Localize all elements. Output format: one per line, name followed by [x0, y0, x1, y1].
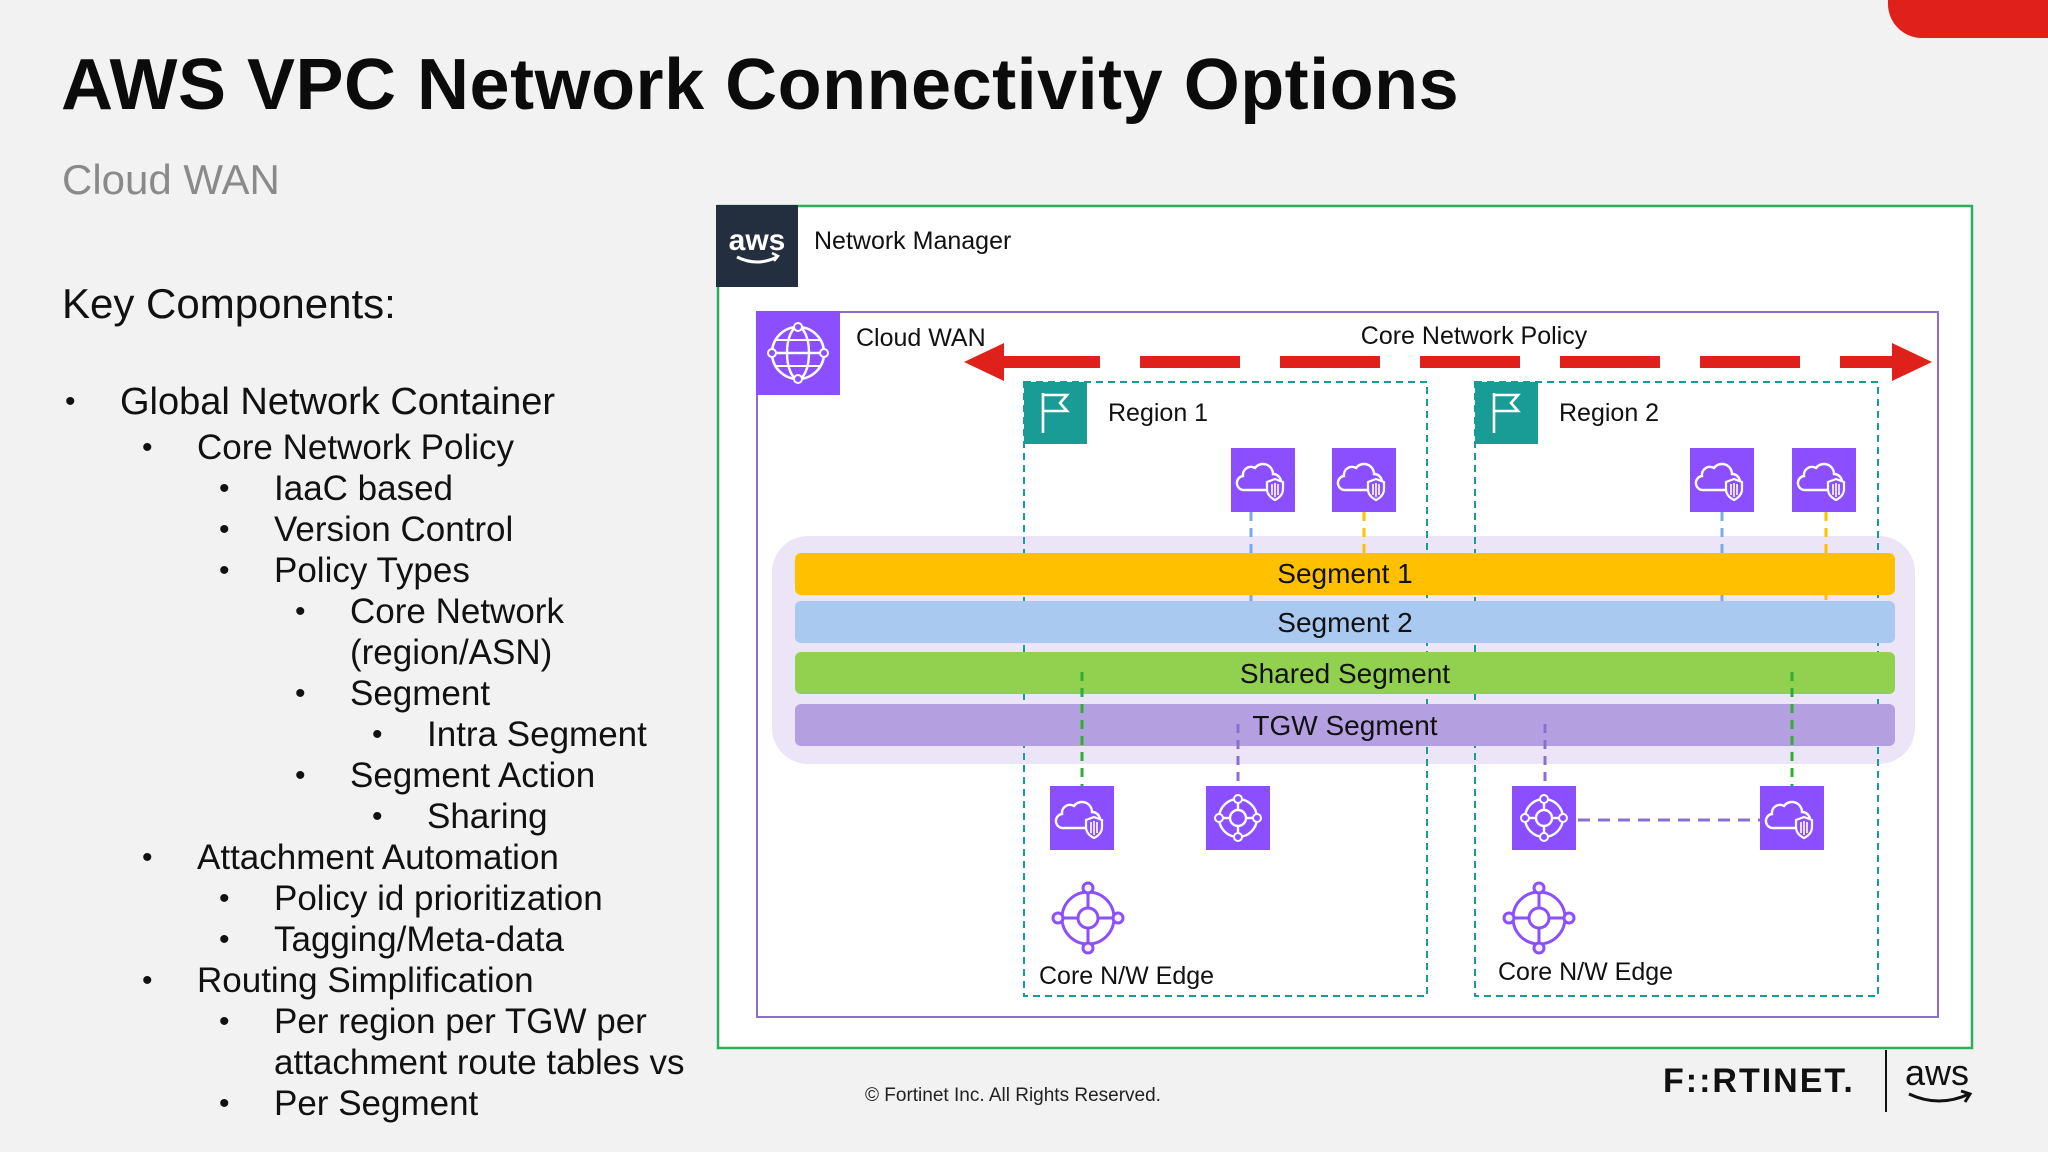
bullet-item-continuation: attachment route tables vs: [274, 1043, 685, 1083]
bullet-item: • Global Network Container: [65, 381, 556, 423]
segment-1-bar: [795, 553, 1895, 595]
transit-gateway-icon: [1206, 786, 1270, 850]
cloud-shield-icon: [1231, 448, 1295, 512]
bullet-item-continuation: (region/ASN): [350, 633, 552, 673]
bullet-text: Segment: [350, 674, 491, 713]
region-2-label: Region 2: [1559, 399, 1659, 427]
bullet-item: • Segment Action: [295, 756, 596, 796]
bullet-text: Core Network Policy: [197, 428, 515, 467]
bullet-item: • Per Segment: [219, 1084, 479, 1124]
cloud-shield-icon: [1760, 786, 1824, 850]
bullet-dot: •: [295, 595, 306, 628]
cloud-wan-label: Cloud WAN: [856, 324, 986, 352]
cloud-shield-icon: [1050, 786, 1114, 850]
bullet-dot: •: [295, 677, 306, 710]
bullet-item: • Segment: [295, 674, 491, 714]
bullet-item: • Per region per TGW per: [219, 1002, 647, 1042]
bullet-text: attachment route tables vs: [274, 1043, 685, 1082]
bullet-text: Policy id prioritization: [274, 879, 603, 918]
bullet-item: • Attachment Automation: [142, 838, 559, 878]
cloud-shield-icon: [1332, 448, 1396, 512]
bullet-item: • Version Control: [219, 510, 514, 550]
bullet-text: Version Control: [274, 510, 514, 549]
bullet-dot: •: [219, 923, 230, 956]
bullet-dot: •: [219, 1005, 230, 1038]
bullet-item: • Routing Simplification: [142, 961, 534, 1001]
policy-arrow: [964, 343, 1932, 381]
core-nw-edge-2-label: Core N/W Edge: [1498, 958, 1673, 986]
bullet-item: • Policy Types: [219, 551, 470, 591]
segment-2-label: Segment 2: [1277, 607, 1412, 638]
bullet-dot: •: [219, 472, 230, 505]
flag-icon: [1492, 393, 1521, 433]
shared-segment-bar: [795, 652, 1895, 694]
cloud-shield-icon: [1690, 448, 1754, 512]
bullet-dot: •: [142, 841, 153, 874]
slide-title: AWS VPC Network Connectivity Options: [61, 45, 1460, 125]
bullet-item: • Intra Segment: [372, 715, 647, 755]
key-components-heading: Key Components:: [62, 280, 396, 327]
shared-segment-label: Shared Segment: [1240, 658, 1450, 689]
bullet-item: • Core Network: [295, 592, 564, 632]
segment-1-label: Segment 1: [1277, 558, 1412, 589]
cloud-shield-icon: [1792, 448, 1856, 512]
bullet-dot: •: [372, 800, 383, 833]
globe-icon: [767, 322, 829, 384]
aws-logo: aws: [1905, 1052, 1970, 1093]
bullet-text: Core Network: [350, 592, 564, 631]
aws-badge: [716, 205, 798, 287]
bullet-item: • Core Network Policy: [142, 428, 515, 468]
bullet-text: Tagging/Meta-data: [274, 920, 564, 959]
bullet-item: • Policy id prioritization: [219, 879, 603, 919]
logo-divider: [1885, 1050, 1887, 1112]
bullet-dot: •: [65, 385, 76, 418]
bullet-text: (region/ASN): [350, 633, 553, 672]
bullet-text: Intra Segment: [427, 715, 647, 754]
bullet-dot: •: [219, 513, 230, 546]
network-manager-label: Network Manager: [814, 227, 1011, 255]
bullet-text: Attachment Automation: [197, 838, 559, 877]
bullet-dot: •: [219, 1087, 230, 1120]
aws-smile-icon: [1908, 1089, 1973, 1103]
bullet-text: Routing Simplification: [197, 961, 534, 1000]
aws-smile-icon: [736, 255, 778, 264]
region-1-label: Region 1: [1108, 399, 1208, 427]
aws-arrow-icon: [771, 251, 780, 262]
bullet-text: Per Segment: [274, 1084, 479, 1123]
region-2-flag-badge: [1475, 382, 1538, 444]
bullet-text: Policy Types: [274, 551, 470, 590]
bullet-dot: •: [219, 554, 230, 587]
bullet-text: Per region per TGW per: [274, 1002, 647, 1041]
bullet-item: • Tagging/Meta-data: [219, 920, 564, 960]
aws-badge-text: aws: [729, 224, 786, 257]
transit-gateway-icon: [1512, 786, 1576, 850]
core-network-policy-label: Core Network Policy: [1361, 322, 1588, 350]
bullet-text: Sharing: [427, 797, 548, 836]
fortinet-logo: F::RTINET.: [1663, 1062, 1855, 1100]
tgw-segment-label: TGW Segment: [1252, 710, 1437, 741]
copyright-text: © Fortinet Inc. All Rights Reserved.: [865, 1085, 1161, 1106]
bullet-dot: •: [142, 964, 153, 997]
accent-tab: [1888, 0, 2048, 38]
flag-icon: [1041, 393, 1070, 433]
bullet-item: • IaaC based: [219, 469, 454, 509]
bullet-text: IaaC based: [274, 469, 454, 508]
slide-subtitle: Cloud WAN: [62, 156, 280, 203]
bullet-dot: •: [295, 759, 306, 792]
tgw-segment-bar: [795, 704, 1895, 746]
lower-connectors: [1080, 672, 1794, 822]
bullet-text: Segment Action: [350, 756, 596, 795]
bullet-item: • Sharing: [372, 797, 548, 837]
bullet-dot: •: [219, 882, 230, 915]
bullet-dot: •: [372, 718, 383, 751]
core-nw-edge-1-label: Core N/W Edge: [1039, 962, 1214, 990]
segment-2-bar: [795, 601, 1895, 643]
region-1-flag-badge: [1024, 382, 1087, 444]
bullet-dot: •: [142, 431, 153, 464]
bullet-text: Global Network Container: [120, 381, 556, 423]
